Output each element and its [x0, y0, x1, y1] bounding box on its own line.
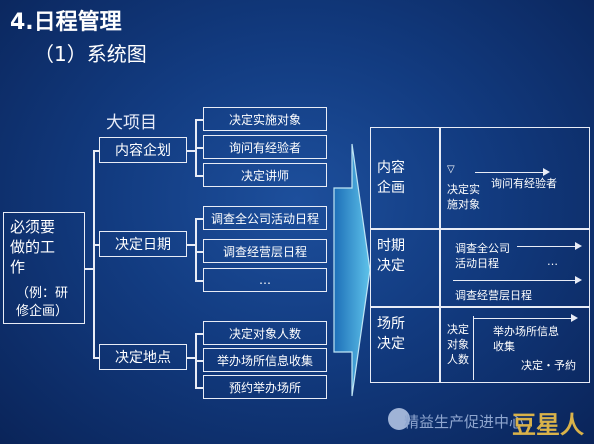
row-header-3a: 场所 — [377, 316, 405, 332]
connector — [195, 218, 197, 280]
connector — [187, 150, 195, 152]
root-line-1: 必须要 — [10, 218, 56, 236]
root-sub-1: （例：研 — [16, 286, 69, 301]
page-subtitle: （1）系统图 — [34, 42, 147, 66]
row-divider — [371, 306, 589, 308]
row-header-1a: 内容 — [377, 160, 405, 176]
watermark-brand: 豆星人 — [512, 411, 584, 439]
root-node: 必须要 做的工 作 （例：研 修企画） — [3, 212, 85, 324]
root-line-3: 作 — [10, 258, 26, 276]
row-header-1b: 企画 — [377, 180, 405, 196]
leaf-node: 调查经营层日程 — [203, 239, 327, 263]
timeline-arrow — [453, 280, 577, 281]
connector — [195, 280, 203, 282]
connector — [93, 150, 99, 152]
connector — [93, 150, 95, 358]
task-text: 调查全公司 — [455, 242, 510, 255]
task-text: 决定・予約 — [521, 359, 576, 372]
leaf-node: 调查全公司活动日程 — [203, 206, 327, 230]
arrowhead — [543, 168, 550, 176]
leaf-node: … — [203, 268, 327, 292]
connector — [187, 244, 195, 246]
root-line-2: 做的工 — [10, 238, 56, 256]
task-text: 对象 — [447, 338, 469, 351]
root-sub-2: 修企画） — [16, 304, 69, 319]
task-text: 调查经营层日程 — [455, 289, 532, 302]
task-text: 举办场所信息 — [493, 325, 559, 338]
branch-node-content-plan: 内容企划 — [99, 137, 187, 163]
arrowhead — [575, 242, 582, 250]
timeline-arrow — [473, 318, 573, 319]
leaf-node: 决定实施对象 — [203, 107, 327, 131]
milestone-marker: ▽ — [447, 164, 455, 175]
leaf-node: 决定对象人数 — [203, 321, 327, 345]
connector — [195, 251, 203, 253]
leaf-node: 决定讲师 — [203, 163, 327, 187]
row-header-3b: 决定 — [377, 336, 405, 352]
task-text: 活动日程 — [455, 257, 499, 270]
task-text: 询问有经验者 — [491, 177, 557, 190]
watermark-text: 精益生产促进中心 — [403, 413, 524, 431]
page-title: 4.日程管理 — [10, 10, 122, 35]
connector — [195, 387, 203, 389]
row-header-2b: 决定 — [377, 258, 405, 274]
leaf-node: 询问有经验者 — [203, 135, 327, 159]
row-header-2a: 时期 — [377, 238, 405, 254]
connector — [187, 357, 195, 359]
connector — [93, 244, 99, 246]
connector — [93, 357, 99, 359]
row-divider — [371, 228, 589, 230]
connector — [195, 147, 203, 149]
arrowhead — [575, 276, 582, 284]
branch-node-location: 决定地点 — [99, 344, 187, 370]
timeline-divider — [473, 316, 474, 380]
connector — [195, 175, 203, 177]
column-divider — [439, 128, 441, 382]
connector — [195, 119, 203, 121]
arrowhead — [571, 314, 578, 322]
task-text: 收集 — [493, 340, 515, 353]
leaf-node: 预约举办场所 — [203, 375, 327, 399]
gantt-table: 内容 企画 ▽ 决定实 施对象 询问有经验者 时期 决定 调查全公司 活动日程 … — [370, 127, 590, 383]
task-text: 决定 — [447, 323, 469, 336]
connector — [195, 360, 203, 362]
big-right-arrow — [333, 143, 371, 397]
branch-node-date: 决定日期 — [99, 231, 187, 257]
task-text: 施对象 — [447, 198, 480, 211]
wechat-icon — [388, 408, 410, 430]
big-project-label: 大项目 — [106, 113, 157, 133]
task-text: 人数 — [447, 353, 469, 366]
leaf-node: 举办场所信息收集 — [203, 348, 327, 372]
connector — [195, 218, 203, 220]
connector — [85, 268, 93, 270]
timeline-arrow — [517, 246, 577, 247]
task-text: 决定实 — [447, 183, 480, 196]
connector — [195, 333, 203, 335]
timeline-arrow — [475, 172, 545, 173]
task-ellipsis: … — [547, 255, 558, 268]
